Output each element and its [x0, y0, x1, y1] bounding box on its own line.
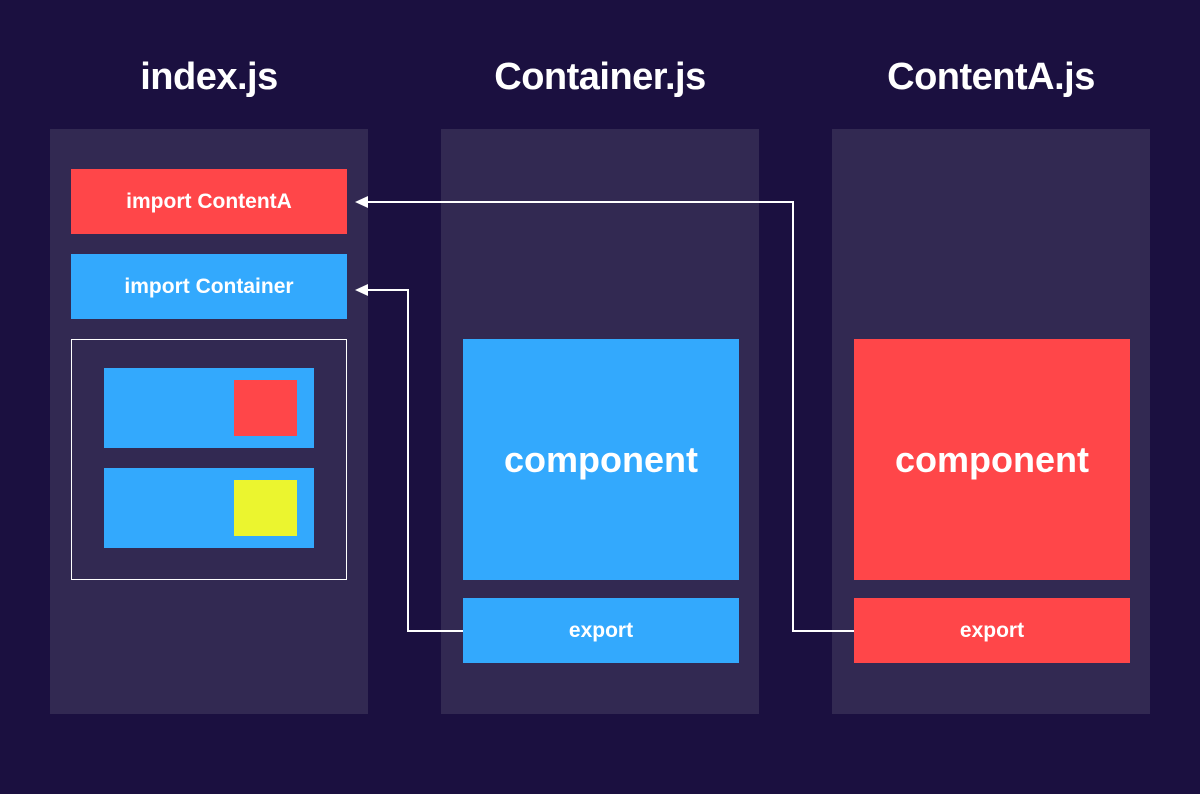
- contenta-instance: [234, 380, 297, 436]
- import-container-box: import Container: [71, 254, 347, 319]
- index-js-title: index.js: [140, 56, 278, 98]
- other-content-instance: [234, 480, 297, 536]
- container-js-title: Container.js: [494, 56, 706, 98]
- render-composition-frame: [71, 339, 347, 580]
- contenta-component-box: component: [854, 339, 1130, 580]
- contenta-export-box: export: [854, 598, 1130, 663]
- container-export-arrow: [366, 289, 463, 632]
- contenta-export-arrow: [366, 201, 854, 632]
- container-arrowhead: [355, 284, 368, 296]
- import-contenta-box: import ContentA: [71, 169, 347, 234]
- contenta-js-title: ContentA.js: [887, 56, 1095, 98]
- contenta-arrowhead: [355, 196, 368, 208]
- container-export-box: export: [463, 598, 739, 663]
- container-component-box: component: [463, 339, 739, 580]
